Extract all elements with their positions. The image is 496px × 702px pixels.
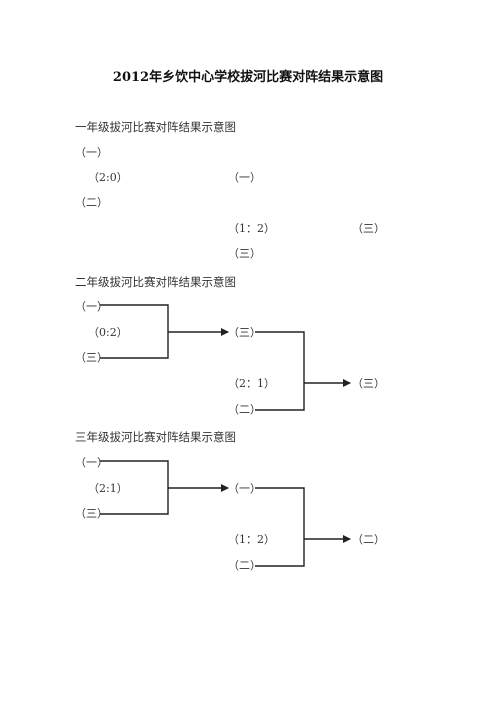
team-a-label: （一） xyxy=(75,300,108,313)
team-a-label: （一） xyxy=(75,456,108,469)
round1-score: （0:2） xyxy=(88,326,128,339)
bracket-grade-3 xyxy=(100,460,351,567)
team-a-label: （一） xyxy=(75,146,108,159)
page-title: 2012年乡饮中心学校拔河比赛对阵结果示意图 xyxy=(112,70,384,85)
bracket-grade-2 xyxy=(100,304,351,411)
team-b-label: （三） xyxy=(75,507,108,520)
section-heading: 三年级拔河比赛对阵结果示意图 xyxy=(75,430,236,444)
team-b-label: （二） xyxy=(75,196,108,209)
section-heading: 一年级拔河比赛对阵结果示意图 xyxy=(75,120,236,134)
round2-connector xyxy=(255,331,305,411)
round1-winner: （一） xyxy=(228,482,261,495)
round1-winner: （三） xyxy=(228,326,261,339)
round2-opponent: （二） xyxy=(228,403,261,416)
champion-label: （三） xyxy=(352,222,385,235)
champion-label: （二） xyxy=(352,533,385,546)
round1-connector xyxy=(100,460,169,515)
champion-label: （三） xyxy=(352,377,385,390)
round2-score: （1：2） xyxy=(228,222,275,235)
round2-connector xyxy=(255,487,305,567)
round1-score: （2:1） xyxy=(88,482,128,495)
round1-score: （2:0） xyxy=(88,171,128,184)
round1-connector xyxy=(100,304,169,359)
round2-opponent: （三） xyxy=(228,247,261,260)
round1-winner: （一） xyxy=(228,171,261,184)
section-heading: 二年级拔河比赛对阵结果示意图 xyxy=(75,275,236,289)
round2-opponent: （二） xyxy=(228,559,261,572)
team-b-label: （三） xyxy=(75,351,108,364)
round2-score: （1：2） xyxy=(228,533,275,546)
round2-score: （2：1） xyxy=(228,377,275,390)
